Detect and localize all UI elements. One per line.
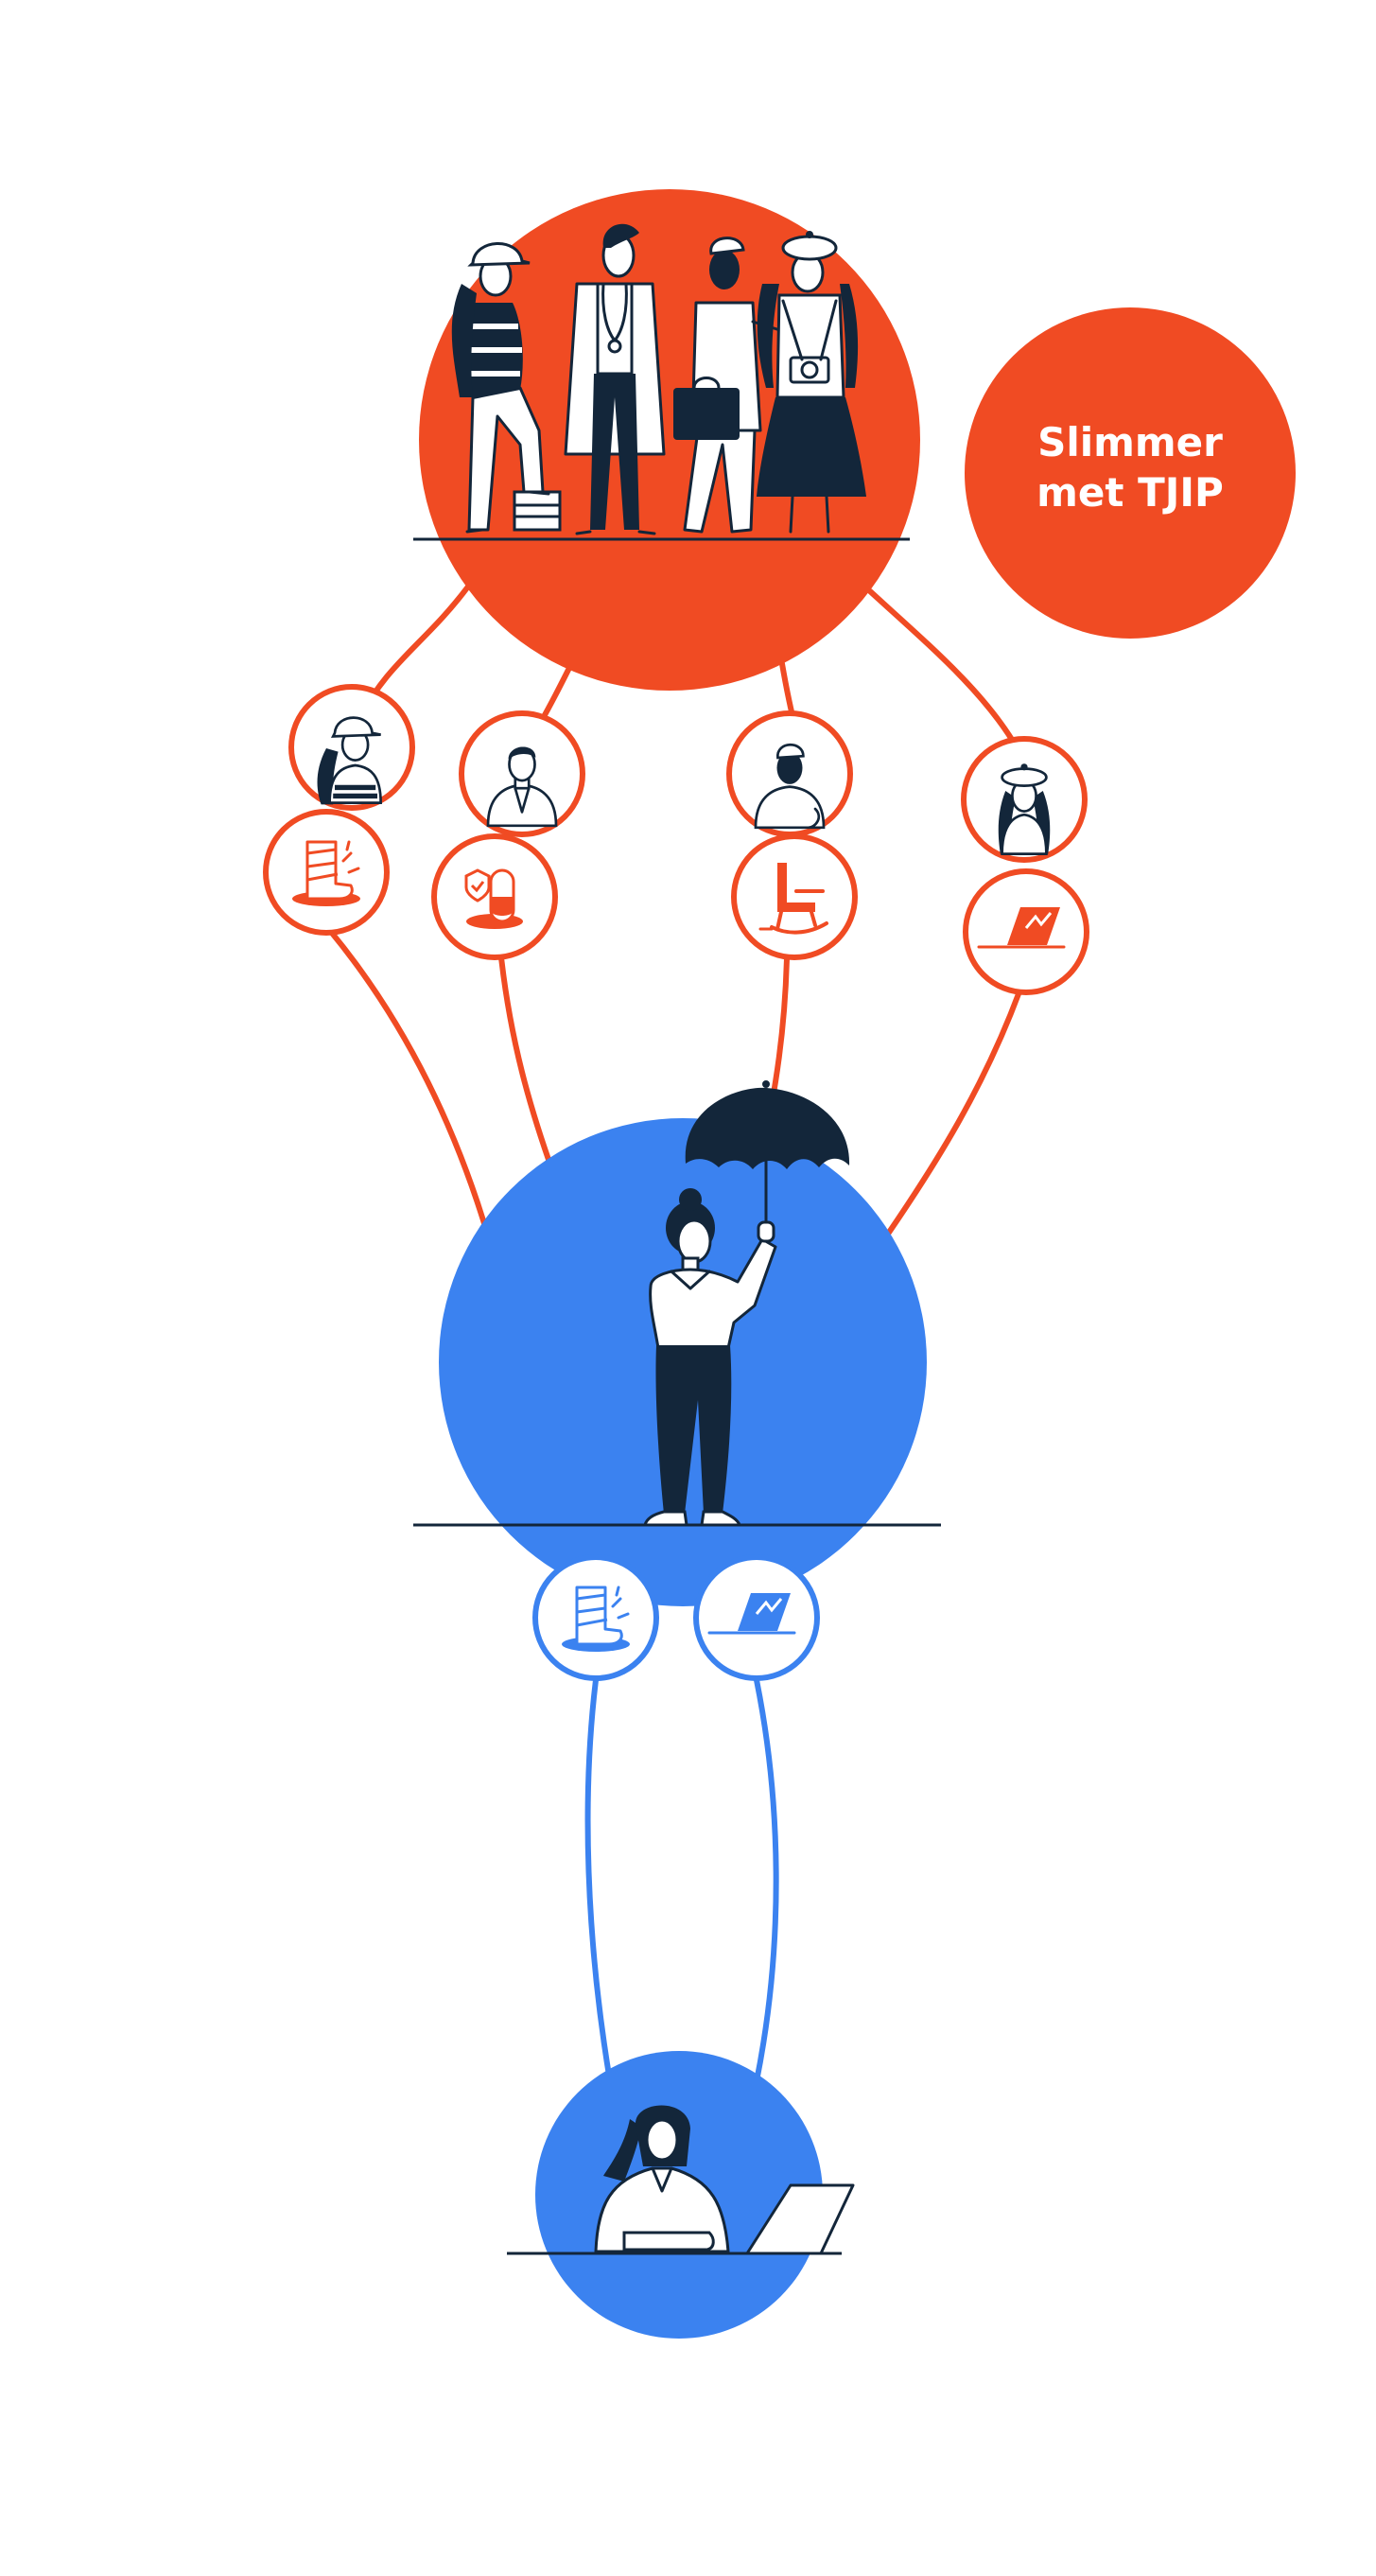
laptop-item xyxy=(963,868,1089,995)
connector-advisor-to-employee-right xyxy=(754,1677,779,2084)
medicine-item xyxy=(431,833,558,960)
construction-worker-avatar xyxy=(288,684,415,811)
photographer-figure xyxy=(757,231,866,534)
badge-line-2: met TJIP xyxy=(1036,469,1224,516)
doctor-avatar xyxy=(459,710,585,837)
employee-node xyxy=(507,2051,855,2339)
businessman-avatar xyxy=(726,710,853,837)
injury-cast-icon xyxy=(562,1586,630,1652)
construction-worker-figure xyxy=(451,242,562,534)
doctor-figure xyxy=(564,223,666,535)
laptop-icon xyxy=(745,2183,855,2255)
retirement-item xyxy=(731,833,858,960)
connector-advisor-to-employee-left xyxy=(584,1677,613,2084)
advisor-injury-cast-item xyxy=(532,1554,659,1681)
badge-circle xyxy=(965,307,1296,639)
medicine-pill-icon xyxy=(464,868,523,929)
employee-figure xyxy=(594,2105,730,2253)
group-node xyxy=(413,189,920,691)
injury-cast-item xyxy=(263,809,390,936)
blue-connectors xyxy=(584,1677,779,2084)
connector-photographer-to-advisor xyxy=(881,989,1022,1242)
badge-line-1: Slimmer xyxy=(1037,419,1223,465)
advisor-node xyxy=(413,1080,941,1606)
injury-cast-icon xyxy=(292,840,360,906)
pair-businessman xyxy=(726,710,858,960)
advisor-laptop-item xyxy=(693,1554,820,1681)
connector-group-to-photographer xyxy=(867,588,1019,750)
laptop-icon xyxy=(707,1593,796,1635)
connector-worker-to-advisor xyxy=(328,929,495,1252)
pair-photographer xyxy=(961,736,1089,995)
connector-doctor-to-advisor xyxy=(498,955,556,1176)
laptop-icon xyxy=(977,907,1066,949)
advisor-items xyxy=(532,1554,820,1681)
advisor-figure xyxy=(643,1188,777,1527)
slimmer-met-tjip-badge: Slimmer met TJIP xyxy=(965,307,1296,639)
photographer-avatar xyxy=(961,736,1088,863)
rocking-chair-icon xyxy=(758,863,828,935)
pair-construction-worker xyxy=(263,684,415,936)
umbrella-icon xyxy=(685,1080,850,1230)
businessman-figure xyxy=(673,237,785,534)
pair-doctor xyxy=(431,710,585,960)
